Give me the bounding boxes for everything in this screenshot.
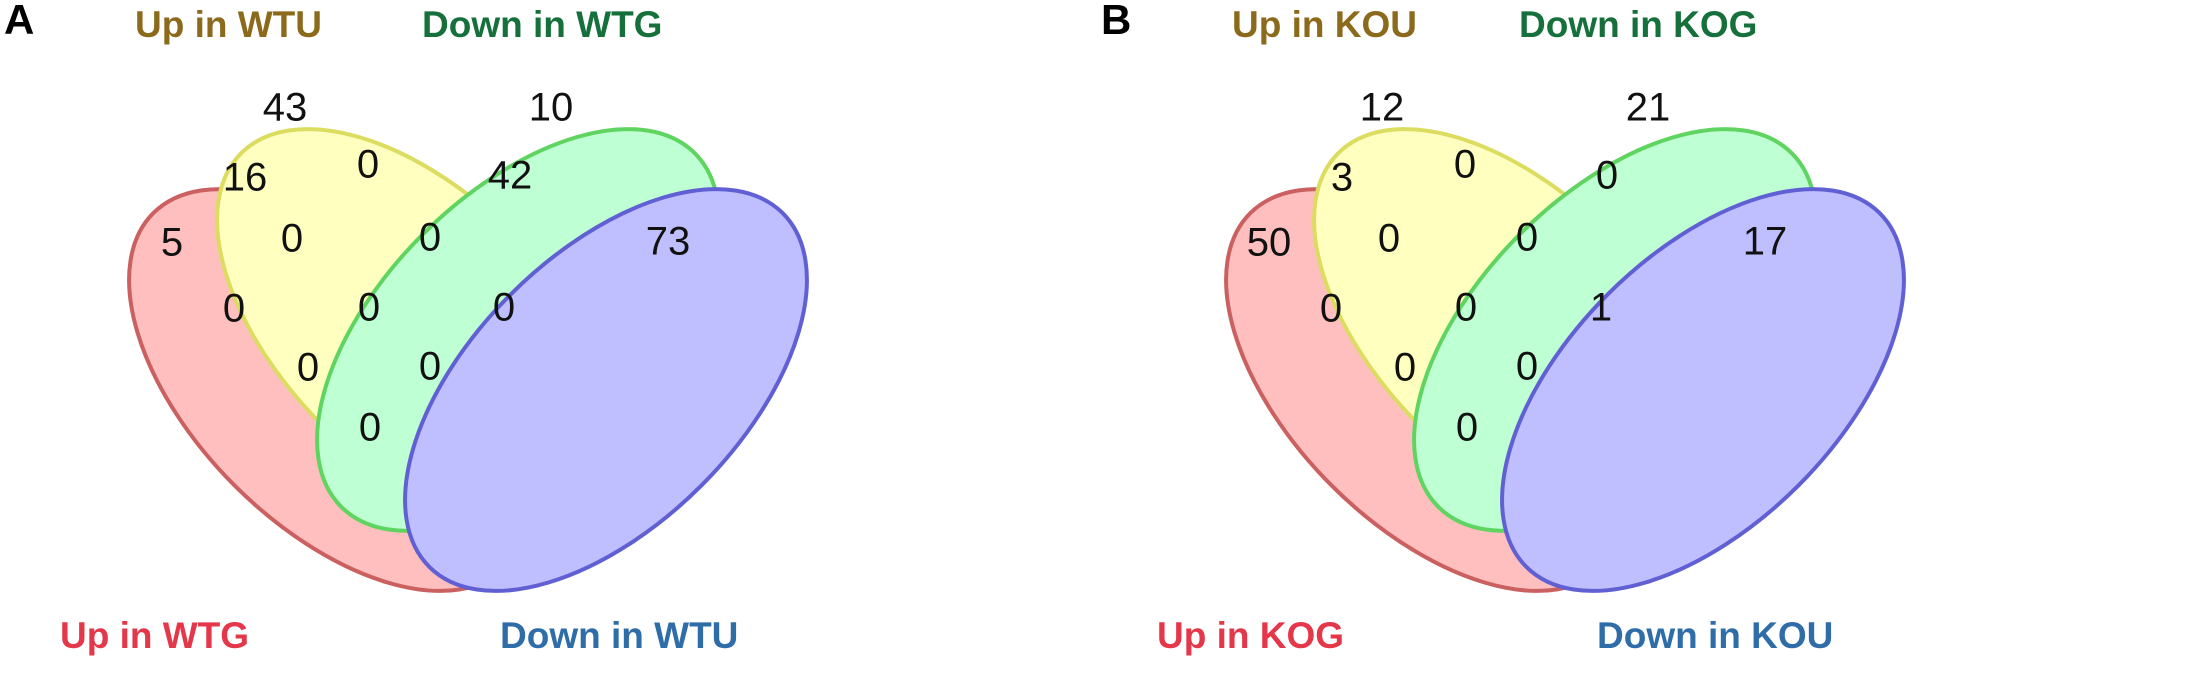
venn-label-top-left-b: Up in KOU bbox=[1232, 4, 1417, 45]
venn-count-d-only: 73 bbox=[646, 220, 691, 264]
venn-count-d-only: 17 bbox=[1743, 220, 1788, 264]
venn-count-bd: 0 bbox=[419, 216, 441, 260]
venn-count-b-only: 43 bbox=[263, 86, 308, 130]
venn-count-ac: 0 bbox=[1378, 217, 1400, 261]
venn-count-c-only: 10 bbox=[529, 86, 574, 130]
venn-label-top-right-b: Down in KOG bbox=[1519, 4, 1758, 45]
venn-count-abcd: 0 bbox=[1455, 286, 1477, 330]
venn-count-bcd: 0 bbox=[1394, 346, 1416, 390]
venn-count-ad: 1 bbox=[1590, 286, 1612, 330]
venn-count-abc: 0 bbox=[1320, 287, 1342, 331]
venn-count-cd: 0 bbox=[1596, 154, 1618, 198]
venn-count-abd: 0 bbox=[1516, 345, 1538, 389]
venn-count-acd: 0 bbox=[359, 406, 381, 450]
venn-label-bottom-left-b: Up in KOG bbox=[1157, 615, 1345, 656]
venn-count-abc: 0 bbox=[223, 287, 245, 331]
venn-count-bd: 0 bbox=[1516, 216, 1538, 260]
panel-letter-a: A bbox=[4, 0, 35, 43]
venn-diagram-b: 50 12 21 17 3 0 0 0 0 1 0 0 0 0 0 bbox=[1224, 86, 1975, 662]
venn-count-ad: 0 bbox=[493, 286, 515, 330]
venn-count-bc: 0 bbox=[1454, 143, 1476, 187]
venn-count-ac: 0 bbox=[281, 217, 303, 261]
venn-label-top-left-a: Up in WTU bbox=[135, 4, 323, 45]
venn-count-b-only: 12 bbox=[1360, 86, 1405, 130]
panel-b: B 50 12 21 17 3 0 0 0 0 1 0 0 0 0 0 Up i bbox=[1097, 0, 2194, 696]
venn-count-abcd: 0 bbox=[358, 286, 380, 330]
panel-letter-b: B bbox=[1101, 0, 1132, 43]
venn-diagram-a: 5 43 10 73 16 0 42 0 0 0 0 0 0 0 0 bbox=[127, 86, 878, 662]
ellipse-set4-a[interactable] bbox=[334, 118, 878, 662]
ellipse-set4-b[interactable] bbox=[1431, 118, 1975, 662]
venn-count-abd: 0 bbox=[419, 345, 441, 389]
venn-label-bottom-left-a: Up in WTG bbox=[60, 615, 250, 656]
venn-count-a-only: 5 bbox=[161, 221, 183, 265]
venn-label-bottom-right-a: Down in WTU bbox=[500, 615, 739, 656]
venn-count-acd: 0 bbox=[1456, 406, 1478, 450]
venn-label-bottom-right-b: Down in KOU bbox=[1597, 615, 1834, 656]
venn-count-c-only: 21 bbox=[1626, 86, 1671, 130]
venn-label-top-right-a: Down in WTG bbox=[422, 4, 663, 45]
venn-count-a-only: 50 bbox=[1247, 221, 1292, 265]
venn-count-bc: 0 bbox=[357, 143, 379, 187]
venn-count-cd: 42 bbox=[488, 154, 533, 198]
venn-count-ab: 3 bbox=[1331, 156, 1353, 200]
venn-count-bcd: 0 bbox=[297, 346, 319, 390]
venn-count-ab: 16 bbox=[223, 156, 268, 200]
panel-a: A 5 43 10 73 16 0 42 0 0 0 0 0 0 0 0 Up bbox=[0, 0, 1097, 696]
